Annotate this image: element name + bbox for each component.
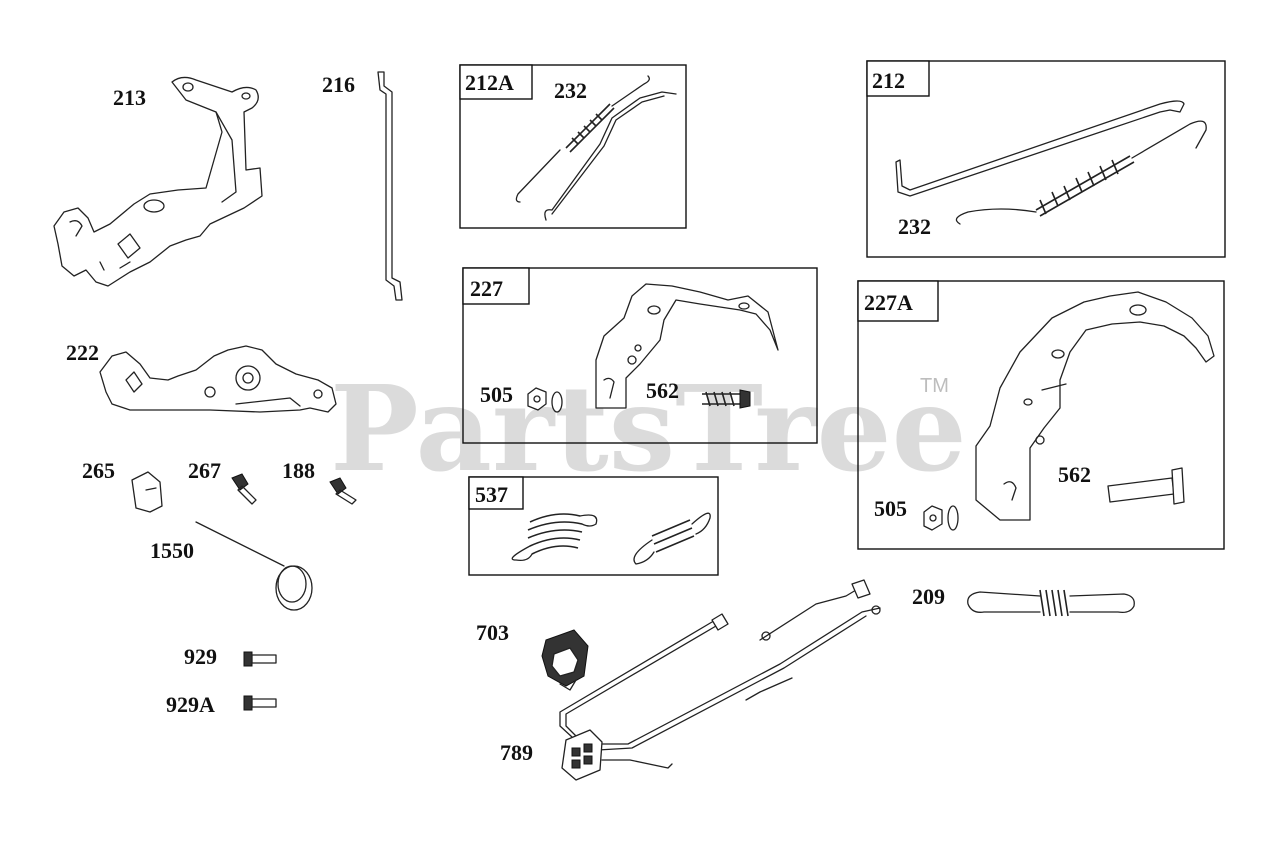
- part-929-bolt[interactable]: [243, 651, 277, 667]
- part-212A-spring-rod[interactable]: [515, 75, 677, 221]
- label-265: 265: [82, 458, 115, 483]
- group-212A: 212A 232: [459, 64, 687, 229]
- part-267-screw[interactable]: [231, 473, 257, 505]
- tag-212: 212: [872, 68, 905, 93]
- part-222-control-plate[interactable]: [99, 345, 337, 413]
- part-227A-bolt[interactable]: [1107, 467, 1185, 505]
- part-227-nut[interactable]: [527, 387, 547, 411]
- label-222: 222: [66, 340, 99, 365]
- label-789: 789: [500, 740, 533, 765]
- part-789-wiring-harness[interactable]: [559, 579, 881, 781]
- label-929A: 929A: [166, 692, 215, 717]
- group-227: 227 505 562: [462, 267, 818, 444]
- part-216-link-rod[interactable]: [377, 71, 403, 301]
- label-188: 188: [282, 458, 315, 483]
- part-537-spring-large[interactable]: [511, 513, 598, 562]
- watermark-text: PartsTree: [330, 359, 967, 498]
- part-212-link-spring[interactable]: [895, 100, 1207, 225]
- label-227A-562: 562: [1058, 462, 1091, 487]
- label-212A-232: 232: [554, 78, 587, 103]
- part-227-bracket[interactable]: [595, 283, 779, 409]
- label-929: 929: [184, 644, 217, 669]
- part-929A-bolt[interactable]: [243, 695, 277, 711]
- label-227A-505: 505: [874, 496, 907, 521]
- tag-227: 227: [470, 276, 503, 301]
- label-209: 209: [912, 584, 945, 609]
- part-537-spring-small[interactable]: [633, 512, 711, 565]
- group-212: 212 232: [866, 60, 1226, 258]
- part-227-screw[interactable]: [702, 389, 751, 409]
- part-227-washer[interactable]: [551, 391, 563, 413]
- part-703-cable-clip[interactable]: [541, 629, 589, 691]
- part-227A-nut[interactable]: [923, 505, 943, 531]
- tag-227A: 227A: [864, 290, 913, 315]
- label-213: 213: [113, 85, 146, 110]
- watermark-trademark: TM: [920, 375, 949, 397]
- label-227-562: 562: [646, 378, 679, 403]
- group-227A: 227A 505 562: [857, 280, 1225, 550]
- label-1550: 1550: [150, 538, 194, 563]
- part-1550-wire-spring[interactable]: [195, 521, 313, 611]
- part-227A-bracket[interactable]: [975, 291, 1215, 521]
- label-227-505: 505: [480, 382, 513, 407]
- part-209-spring[interactable]: [967, 589, 1135, 617]
- label-703: 703: [476, 620, 509, 645]
- tag-212A: 212A: [465, 70, 514, 95]
- part-265-clip[interactable]: [131, 471, 163, 513]
- part-188-screw[interactable]: [329, 477, 357, 505]
- part-227A-washer[interactable]: [947, 505, 959, 531]
- label-216: 216: [322, 72, 355, 97]
- tag-537: 537: [475, 482, 508, 507]
- label-267: 267: [188, 458, 221, 483]
- part-213-control-bracket[interactable]: [53, 76, 263, 287]
- label-212-232: 232: [898, 214, 931, 239]
- group-537: 537: [468, 476, 719, 576]
